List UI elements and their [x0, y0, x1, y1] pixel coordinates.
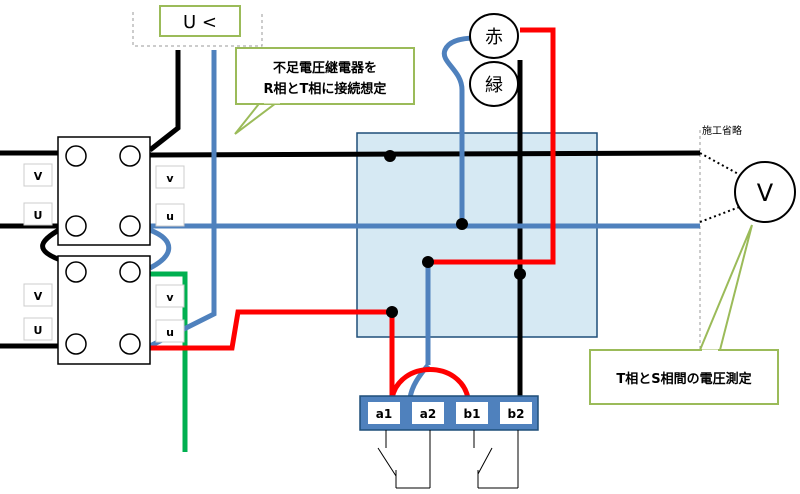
blue-wire-jumper [148, 227, 172, 271]
black-wire-relay [148, 50, 181, 152]
relay-outline [132, 12, 263, 47]
red-wire-red-lamp [428, 27, 556, 265]
terminal-screw [119, 333, 141, 355]
red-wire-arc [389, 367, 471, 399]
label-upper-left-bottom: U [34, 209, 43, 222]
relay-box [159, 5, 241, 37]
terminal-screw [65, 215, 87, 237]
label-upper-right-top: v [166, 172, 174, 185]
callout-bottom-text: T相とS相間の電圧測定 [616, 371, 751, 387]
terminal-b2-label: b2 [508, 407, 525, 421]
callout-top [235, 47, 415, 105]
terminal-labels: V U v u V U v u [23, 163, 185, 343]
label-lower-right-bottom: u [166, 326, 174, 339]
terminal-a1-label: a1 [376, 407, 392, 421]
terminal-a2 [412, 402, 444, 424]
blue-wire-red-lamp [441, 35, 477, 224]
terminal-b1 [456, 402, 488, 424]
voltmeter-lead [699, 152, 743, 177]
label-lower-right-top: v [166, 291, 174, 304]
lamp-green [469, 61, 519, 107]
voltmeter [734, 161, 796, 223]
callout-top-line2: R相とT相に接続想定 [264, 81, 387, 97]
control-box [356, 132, 598, 338]
terminal-screw [65, 145, 87, 167]
label-upper-right-bottom: u [166, 210, 174, 223]
junction-dot [384, 150, 396, 162]
terminal-a1 [368, 402, 400, 424]
callout-top-line1: 不足電圧継電器を [273, 60, 377, 76]
junction-dot [514, 268, 526, 280]
callout-bottom [589, 349, 779, 405]
voltmeter-label: V [757, 179, 774, 207]
terminal-screw [65, 333, 87, 355]
lamp-green-label: 緑 [485, 75, 503, 96]
relay-contacts [377, 430, 519, 489]
voltmeter-lead [699, 205, 743, 223]
label-lower-left-top: V [34, 290, 43, 303]
terminal-b2 [500, 402, 532, 424]
green-wire [150, 271, 188, 452]
junction-dot [386, 306, 398, 318]
callout-top-tail [234, 99, 283, 135]
red-wire-u [150, 309, 392, 351]
terminal-a2-label: a2 [420, 407, 436, 421]
relay-label: U < [183, 12, 217, 33]
terminal-screw [119, 261, 141, 283]
black-wire-main [149, 150, 701, 158]
terminal-screw [65, 261, 87, 283]
junction-dot [456, 218, 468, 230]
terminal-screw [119, 145, 141, 167]
omitted-label: 施工省略 [702, 124, 742, 137]
label-upper-left-top: V [34, 170, 43, 183]
label-lower-left-bottom: U [34, 324, 43, 337]
lamp-red-label: 赤 [485, 27, 503, 48]
junction-dot [422, 256, 434, 268]
lamp-red [469, 13, 519, 59]
terminal-b1-label: b1 [464, 407, 481, 421]
terminal-screw [119, 215, 141, 237]
callout-bottom-tail [698, 224, 753, 351]
